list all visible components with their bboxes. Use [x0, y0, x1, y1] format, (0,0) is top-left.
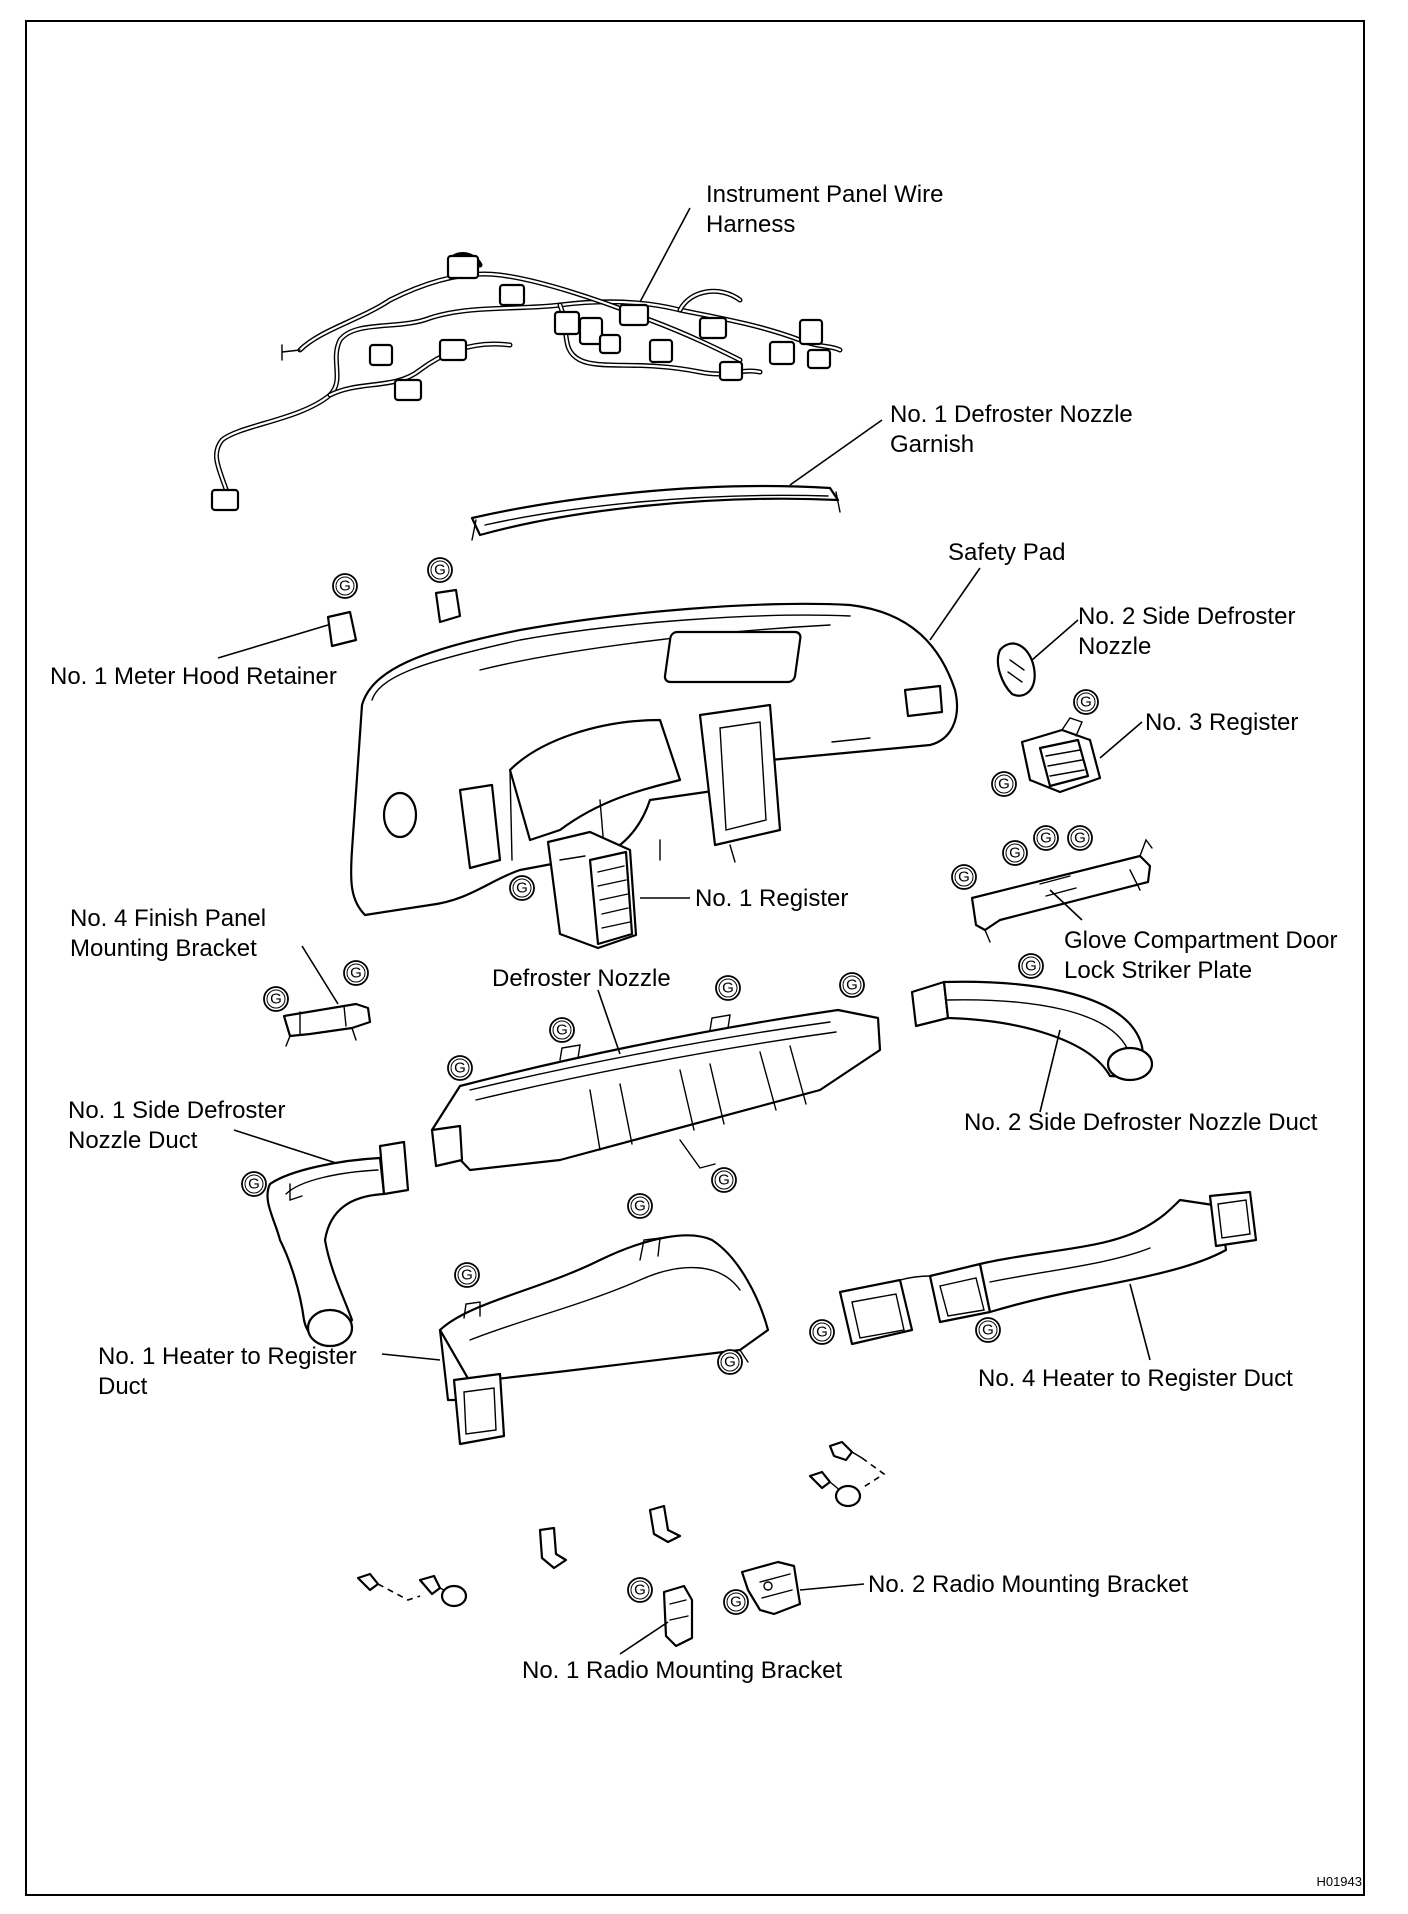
label-side-defroster-nozzle-line2: Nozzle [1078, 633, 1151, 660]
leader-heater-duct4 [1129, 1283, 1151, 1361]
diagram-frame [25, 20, 1365, 1896]
leader-radio-bracket2 [799, 1583, 865, 1591]
no3-register-part [1020, 717, 1102, 794]
label-defroster-garnish-line1: No. 1 Defroster Nozzle [890, 401, 1133, 428]
screw-parts [356, 1440, 886, 1608]
label-side-defroster-duct1-line1: No. 1 Side Defroster [68, 1097, 285, 1124]
clip-letter: G [434, 562, 446, 579]
leader-defroster-nozzle [597, 989, 621, 1055]
clip-letter: G [816, 1324, 828, 1341]
radio-bracket1-part [662, 1584, 694, 1648]
clip-letter: G [724, 1354, 736, 1371]
leader-meter-hood [217, 624, 329, 659]
leader-heater-duct1 [381, 1353, 441, 1361]
clip-letter: G [556, 1022, 568, 1039]
clip-letter: G [634, 1198, 646, 1215]
label-glove-striker-line2: Lock Striker Plate [1064, 957, 1252, 984]
clip-letter: G [722, 980, 734, 997]
clip-letter: G [350, 965, 362, 982]
leader-defroster-garnish [789, 419, 883, 486]
clip-letter: G [248, 1176, 260, 1193]
clip-letter: G [1074, 830, 1086, 847]
label-finish-panel-bracket-line2: Mounting Bracket [70, 935, 257, 962]
figure-code: H01943 [1316, 1874, 1362, 1889]
label-safety-pad: Safety Pad [948, 539, 1065, 566]
label-wire-harness-line1: Instrument Panel Wire [706, 181, 943, 208]
bracket-clip-parts [538, 1504, 682, 1570]
meter-hood-retainer-part [326, 588, 462, 648]
label-wire-harness-line2: Harness [706, 211, 795, 238]
defroster-garnish-part [470, 484, 841, 541]
label-no1-register: No. 1 Register [695, 885, 848, 912]
wire-harness-part [210, 252, 843, 512]
label-finish-panel-bracket-line1: No. 4 Finish Panel [70, 905, 266, 932]
label-heater-duct1-line1: No. 1 Heater to Register [98, 1343, 357, 1370]
label-radio-bracket2: No. 2 Radio Mounting Bracket [868, 1571, 1189, 1598]
label-side-defroster-nozzle-line1: No. 2 Side Defroster [1078, 603, 1295, 630]
leader-finish-panel-bracket [301, 945, 339, 1005]
clip-letter: G [454, 1060, 466, 1077]
clip-letter: G [982, 1322, 994, 1339]
leader-side-defroster-nozzle [1031, 619, 1079, 661]
side-defroster-duct1-part [266, 1140, 410, 1348]
clip-letter: G [846, 977, 858, 994]
heater-duct1-part [438, 1234, 770, 1446]
label-heater-duct4: No. 4 Heater to Register Duct [978, 1365, 1293, 1392]
finish-panel-bracket-part [282, 1002, 372, 1047]
label-heater-duct1-line2: Duct [98, 1373, 148, 1400]
clip-letter: G [461, 1267, 473, 1284]
leader-wire-harness [639, 207, 691, 303]
radio-bracket2-part [740, 1560, 802, 1616]
label-radio-bracket1: No. 1 Radio Mounting Bracket [522, 1657, 843, 1684]
clip-letter: G [634, 1582, 646, 1599]
clip-letter: G [516, 880, 528, 897]
clip-letter: G [1025, 958, 1037, 975]
side-defroster-nozzle-part [996, 642, 1036, 697]
label-meter-hood-retainer: No. 1 Meter Hood Retainer [50, 663, 337, 690]
clip-letter: G [1040, 830, 1052, 847]
glove-striker-part [970, 838, 1153, 943]
no1-register-part [546, 830, 638, 950]
clip-letter: G [718, 1172, 730, 1189]
clip-letter: G [958, 869, 970, 886]
leader-safety-pad [929, 567, 981, 641]
label-glove-striker-line1: Glove Compartment Door [1064, 927, 1337, 954]
clip-letter: G [270, 991, 282, 1008]
label-no3-register: No. 3 Register [1145, 709, 1298, 736]
label-side-defroster-duct2: No. 2 Side Defroster Nozzle Duct [964, 1109, 1318, 1136]
leader-glove-striker [1049, 889, 1083, 921]
side-defroster-duct2-part [910, 980, 1154, 1082]
label-defroster-nozzle: Defroster Nozzle [492, 965, 671, 992]
clip-letter: G [730, 1594, 742, 1611]
leader-no3-register [1099, 721, 1143, 759]
clip-letter: G [1080, 694, 1092, 711]
clip-letter: G [998, 776, 1010, 793]
leader-side-defroster-duct2 [1039, 1029, 1061, 1113]
clip-letter: G [339, 578, 351, 595]
safety-pad-part [350, 602, 959, 917]
leader-side-defroster-duct1 [233, 1129, 337, 1164]
heater-duct4-part [838, 1190, 1258, 1346]
label-defroster-garnish-line2: Garnish [890, 431, 974, 458]
label-side-defroster-duct1-line2: Nozzle Duct [68, 1127, 198, 1154]
clip-letter: G [1009, 845, 1021, 862]
leader-radio-bracket1 [619, 1621, 669, 1655]
defroster-nozzle-part [430, 1008, 882, 1172]
